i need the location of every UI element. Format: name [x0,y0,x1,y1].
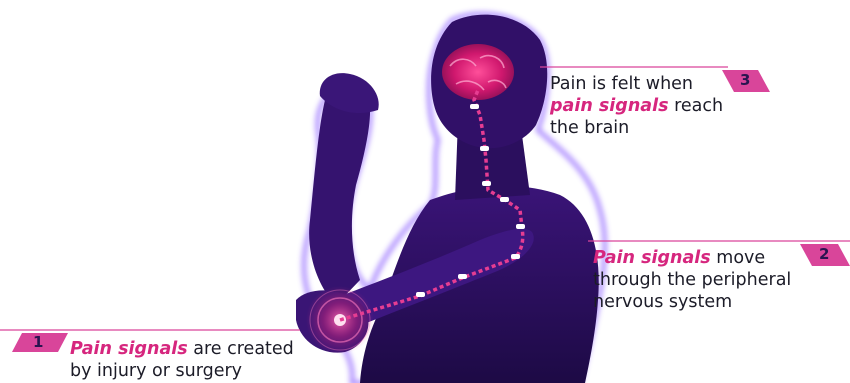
signal-node [470,104,479,109]
callout-text: reach [669,96,724,116]
callout-text: by injury or surgery [70,360,310,382]
callout-text: through the peripheral [593,269,823,291]
step-number-1: 1 [33,333,43,351]
callout-text: the brain [550,117,740,139]
highlight-pain-signals: Pain signals [593,248,711,268]
signal-node [416,292,425,297]
highlight-pain-signals: Pain signals [70,339,188,359]
step-number-3: 3 [740,71,750,89]
signal-node [480,146,489,151]
callout-text: move [711,248,765,268]
signal-node [500,197,509,202]
callout-text: Pain is felt when [550,73,740,95]
highlight-pain-signals: pain signals [550,96,669,116]
callout-step-1: Pain signals are created by injury or su… [70,338,310,382]
signal-node [511,254,520,259]
callout-step-3: Pain is felt when pain signals reach the… [550,73,740,139]
signal-node [458,274,467,279]
callout-text: are created [188,339,294,359]
callout-step-2: Pain signals move through the peripheral… [593,247,823,313]
callout-text: nervous system [593,291,823,313]
signal-node [482,181,491,186]
signal-node [516,224,525,229]
